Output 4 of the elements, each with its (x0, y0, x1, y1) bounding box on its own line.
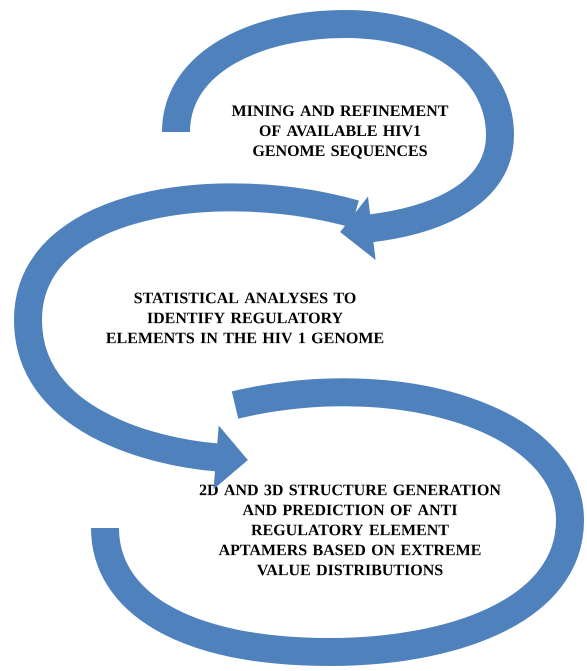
step-text: 2D AND 3D STRUCTURE GENERATION AND PREDICTION OF ANTI REGULATORY ELEMENT APTAMERS BASED ON EXTREME VALUE DISTRIBUTIONS (200, 484, 501, 576)
curved-arrow (162, 10, 514, 260)
step-text: MINING AND REFINEMENT OF AVAILABLE HIV1 GENOME SEQUENCES (232, 105, 448, 159)
step-text: STATISTICAL ANALYSES TO IDENTIFY REGULATORY ELEMENTS IN THE HIV 1 GENOME (106, 292, 384, 344)
